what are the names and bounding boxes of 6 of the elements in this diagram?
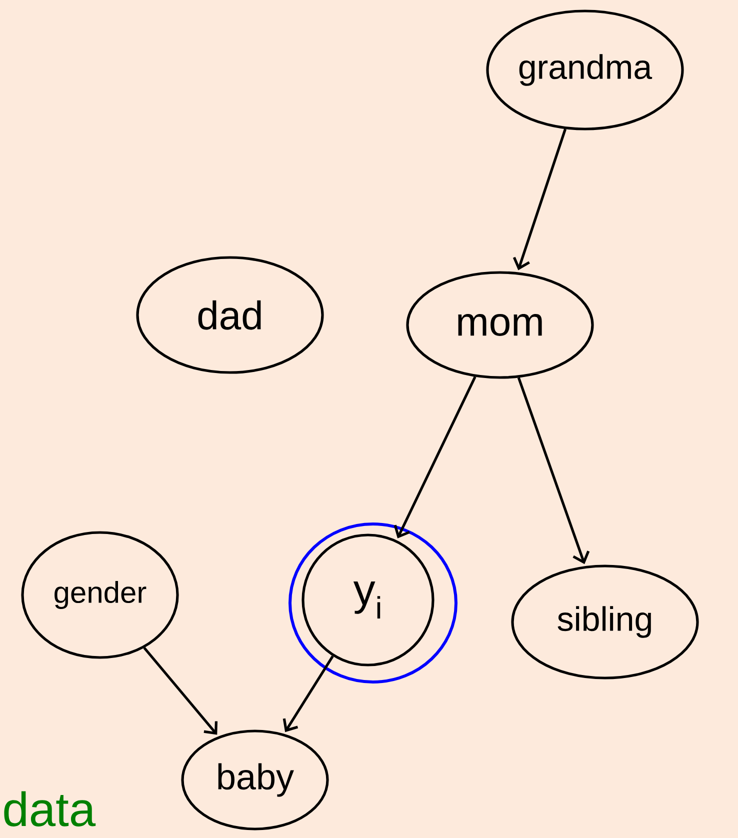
arrow <box>517 377 590 564</box>
arrow <box>282 655 334 732</box>
caption-text: data <box>4 791 96 826</box>
arrow <box>143 646 218 735</box>
arrow <box>512 128 567 270</box>
arrow <box>394 376 476 538</box>
